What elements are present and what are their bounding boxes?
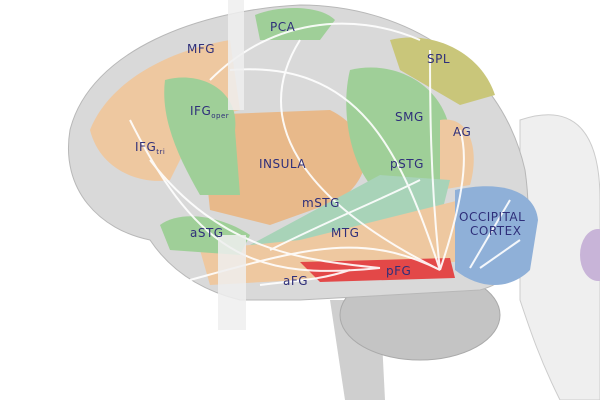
label-ifg-oper: IFGoper [190, 104, 229, 120]
spl-region [390, 37, 495, 105]
smg-region [346, 67, 450, 195]
label-afg: aFG [283, 274, 309, 288]
skull-strap-top [228, 0, 244, 110]
label-pfg: pFG [386, 264, 412, 278]
label-ifg-tri-sub: tri [156, 148, 166, 156]
label-pstg: pSTG [390, 157, 424, 171]
label-astg: aSTG [190, 226, 224, 240]
label-ag: AG [453, 125, 472, 139]
ifg-oper-region [164, 77, 240, 195]
purple-structure [580, 229, 600, 281]
label-mfg: MFG [187, 42, 216, 56]
insula-region [200, 110, 366, 225]
other-hemisphere [519, 114, 600, 400]
ag-region [440, 119, 474, 190]
label-mstg: mSTG [302, 196, 340, 210]
pca-region [255, 8, 335, 40]
occipital-region [455, 186, 538, 285]
label-ifg-tri: IFGtri [135, 140, 165, 156]
label-smg: SMG [395, 110, 424, 124]
label-ifg-tri-main: IFG [135, 140, 157, 154]
frontal-region [90, 40, 240, 181]
label-occipital-2: CORTEX [470, 224, 522, 238]
label-pca: PCA [270, 20, 296, 34]
label-mtg: MTG [331, 226, 360, 240]
label-insula: INSULA [259, 157, 307, 171]
label-ifg-oper-sub: oper [211, 112, 230, 120]
label-ifg-oper-main: IFG [190, 104, 212, 118]
label-occipital-1: OCCIPITAL [459, 210, 526, 224]
skull-strap-bottom [218, 235, 246, 330]
label-spl: SPL [427, 52, 451, 66]
